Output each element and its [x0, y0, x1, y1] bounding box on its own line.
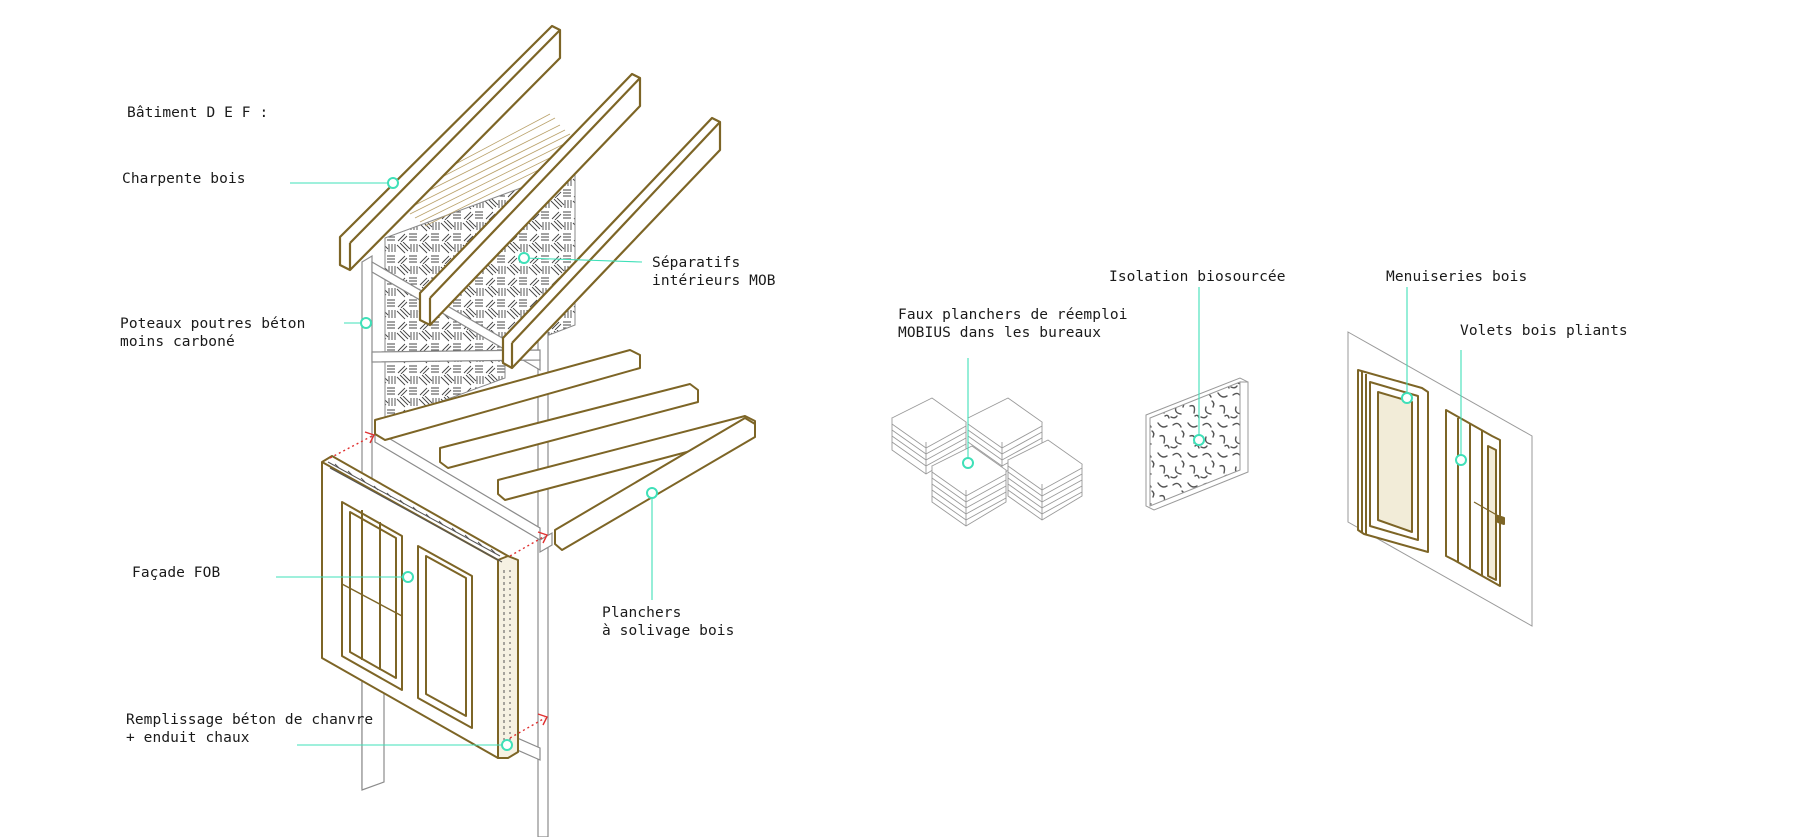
raised-floor-tiles — [891, 397, 1083, 527]
window-and-shutters — [1347, 331, 1533, 627]
folding-shutters — [1445, 409, 1501, 587]
marker-separatifs — [518, 252, 530, 264]
label-isolation-text: Isolation biosourcée — [1109, 269, 1286, 285]
label-separatifs-line1: Séparatifs — [652, 255, 741, 271]
label-separatifs-line2: intérieurs MOB — [652, 273, 776, 289]
label-faux-planchers-line1: Faux planchers de réemploi — [898, 307, 1128, 323]
building-axonometric — [321, 24, 756, 837]
label-volets: Volets bois pliants — [1460, 322, 1628, 340]
marker-facade — [402, 571, 414, 583]
label-planchers-line2: à solivage bois — [602, 623, 735, 639]
fob-facade-panel — [321, 455, 519, 759]
roof-rafters — [338, 24, 722, 370]
label-menuiseries-text: Menuiseries bois — [1386, 269, 1528, 285]
label-faux-planchers-line2: MOBIUS dans les bureaux — [898, 325, 1102, 341]
label-remplissage-line1: Remplissage béton de chanvre — [126, 712, 374, 728]
label-planchers: Planchers à solivage bois — [602, 604, 734, 640]
beam-mid-upper — [371, 349, 541, 363]
attachment-arrows — [329, 435, 546, 739]
beam-connection — [539, 531, 553, 554]
column-left-slab — [371, 260, 541, 372]
label-faux-planchers: Faux planchers de réemploi MOBIUS dans l… — [898, 306, 1128, 342]
marker-faux-planchers — [962, 457, 974, 469]
label-charpente-text: Charpente bois — [122, 171, 246, 187]
hemp-fill-edge — [327, 461, 511, 750]
leader-lines — [276, 182, 1462, 746]
leader-markers — [360, 177, 1467, 751]
label-poteaux-line1: Poteaux poutres béton — [120, 316, 306, 332]
diagram-title: Bâtiment D E F : — [127, 105, 269, 121]
label-menuiseries: Menuiseries bois — [1386, 268, 1527, 286]
marker-poteaux — [360, 317, 372, 329]
label-volets-text: Volets bois pliants — [1460, 323, 1628, 339]
label-planchers-line1: Planchers — [602, 605, 682, 621]
label-remplissage-line2: + enduit chaux — [126, 730, 250, 746]
label-poteaux: Poteaux poutres béton moins carboné — [120, 315, 305, 351]
marker-menuiseries — [1401, 392, 1413, 404]
floor-joists — [374, 349, 756, 551]
label-charpente: Charpente bois — [122, 170, 246, 188]
marker-isolation — [1193, 434, 1205, 446]
label-remplissage: Remplissage béton de chanvre + enduit ch… — [126, 711, 373, 747]
label-facade-text: Façade FOB — [132, 565, 221, 581]
marker-volets — [1455, 454, 1467, 466]
label-facade: Façade FOB — [132, 564, 220, 582]
marker-remplissage — [501, 739, 513, 751]
label-separatifs: Séparatifs intérieurs MOB — [652, 254, 776, 290]
label-poteaux-line2: moins carboné — [120, 334, 235, 350]
label-isolation: Isolation biosourcée — [1109, 268, 1286, 286]
marker-planchers — [646, 487, 658, 499]
marker-charpente — [387, 177, 399, 189]
leader-separatifs — [523, 257, 643, 263]
